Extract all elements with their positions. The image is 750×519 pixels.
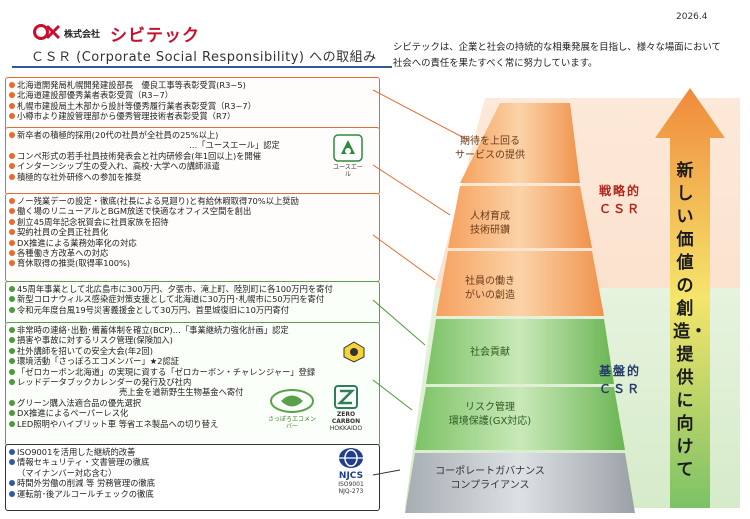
list-item: 札幌市建設局土木部から設計等優秀履行業者表彰受賞（R3~7） (9, 101, 376, 111)
list-item-continuation: （マイナンバー対応含む） (17, 467, 117, 478)
list-item: 情報セキュリティ・文書管理の徹底 (9, 457, 376, 467)
strategic-csr-label: 戦略的 ＣＳＲ (598, 184, 641, 216)
document-date: 2026.4 (676, 12, 708, 22)
list-item: ISO9001を活用した継続的改善 (9, 447, 376, 457)
list-item: インターンシップ生の受入れ、高校･大学への講師派遣 (9, 161, 376, 171)
intro-line-1: シビテックは、企業と社会の持続的な相乗発展を目指し、様々な場面において (393, 42, 721, 53)
list-item: 「ゼロカーボン北海道」の実現に資する「ゼロカーボン・チャレンジャー」登録 (9, 367, 376, 377)
list-item: DX推進による業務効率化の対応 (9, 238, 376, 248)
page-title: ＣＳＲ (Corporate Social Responsibility) への… (31, 50, 377, 65)
company-logo-icon (33, 24, 61, 40)
list-item-continuation: …「ユースエール」認定 (189, 140, 280, 151)
list-item: 北海道開発局札幌開発建設部長 優良工事等表彰受賞(R3~5) (9, 80, 376, 90)
list-item: 新型コロナウィルス感染症対策支援として北海道に30万円･札幌市に50万円を寄付 (9, 294, 376, 304)
list-item: DX推進によるペーパーレス化 (9, 408, 376, 418)
list-item: 各種働き方改革への対応 (9, 248, 376, 258)
intro-line-2: 社会への責任を果たすべく常に努力しています。 (393, 58, 598, 69)
pyramid-tier-5 (415, 387, 625, 450)
intro-text: シビテックは、企業と社会の持続的な相乗発展を目指し、様々な場面において 社会への… (393, 40, 743, 72)
pyramid-tier-6 (405, 453, 635, 513)
list-item: レッドデータブックカレンダーの発行及び社内 (9, 377, 376, 387)
zero-carbon-logo-icon (334, 385, 358, 409)
list-item: 運転前･後アルコールチェックの徹底 (9, 489, 376, 499)
tier-2-label: 人材育成 技術研鑽 (470, 211, 510, 236)
list-item: 積極的な社外研修への参加を推奨 (9, 172, 376, 182)
list-item: ノー残業デーの設定・徹底(社長による見廻り)と有給休暇取得70%以上奨励 (9, 196, 376, 206)
list-item: 社外講師を招いての安全大会(年2回) (9, 346, 376, 356)
eco-member-logo: さっぽろエコメンバー (268, 388, 316, 430)
pyramid-tier-2 (448, 186, 592, 248)
governance-box: ISO9001を活用した継続的改善 情報セキュリティ・文書管理の徹底 （マイナン… (5, 444, 380, 511)
arrow-caption: 新しい価値の創造・提供に向けて (673, 161, 707, 480)
bcp-certification-logo (342, 341, 366, 369)
connector-governance (372, 469, 401, 476)
pyramid-tier-4 (426, 319, 614, 384)
connector-contribution (372, 299, 426, 346)
njcs-logo-icon (339, 448, 363, 468)
list-item: 小樽市より建設管理部から優秀管理技術者表彰受賞（R7） (9, 111, 376, 121)
list-item: 令和元年度台風19号災害義援金として30万円、首里城復旧に10万円寄付 (9, 305, 376, 315)
growth-arrow (655, 88, 725, 508)
foundational-csr-label: 基盤的 ＣＳＲ (598, 364, 641, 396)
list-item: 働く場のリニューアルとBGM放送で快適なオフィス空間を創出 (9, 206, 376, 216)
list-item: 時間外労働の削減 等 労務管理の徹底 (9, 478, 376, 488)
connector-awards (372, 89, 469, 141)
list-item: 非常時の連絡･出勤･備蓄体制を確立(BCP)…「事業継続力強化計画」認定 (9, 325, 376, 335)
company-prefix: 株式会社 (64, 30, 101, 40)
njcs-iso-logo: NJCS ISO9001 NJQ-273 (334, 447, 368, 503)
connector-workstyle (372, 234, 436, 281)
eco-member-logo-icon (270, 389, 314, 413)
tier-4-label: 社会貢献 (470, 347, 510, 358)
contribution-box: 45周年事業として北広島市に300万円、夕張市、滝上町、陸別町に各100万円を寄… (5, 281, 380, 325)
connector-training (372, 164, 451, 216)
list-item: 育休取得の推奨(取得率100%) (9, 258, 376, 268)
list-item: LED照明やハイブリット車 等省エネ製品への切り替え (9, 419, 376, 429)
title-underline (12, 66, 392, 68)
list-item: 損害や事故に対するリスク管理(保険加入) (9, 335, 376, 345)
list-item: 環境活動「さっぽろエコメンバー」★2認証 (9, 356, 376, 366)
tier-6-label: コーポレートガバナンス コンプライアンス (435, 466, 545, 491)
connector-risk (372, 379, 413, 411)
tier-3-label: 社員の働き がいの創造 (465, 276, 515, 301)
tier-5-label: リスク管理 環境保護(GX対応) (448, 402, 532, 427)
list-item: コンペ形式の若手社員技術発表会と社内研修会(年1回以上)を開催 (9, 151, 376, 161)
zero-carbon-logo: ZERO CARBON HOKKAIDO (324, 385, 368, 432)
list-item-continuation: 売上金を道新野生生物基金へ寄付 (119, 387, 244, 398)
risk-environment-box: 非常時の連絡･出勤･備蓄体制を確立(BCP)…「事業継続力強化計画」認定 損害や… (5, 322, 380, 446)
training-box: 新卒者の積極的採用(20代の社員が全社員の25%以上) …「ユースエール」認定 … (5, 127, 380, 195)
list-item: 45周年事業として北広島市に300万円、夕張市、滝上町、陸別町に各100万円を寄… (9, 284, 376, 294)
tier-1-label: 期待を上回る サービスの提供 (455, 136, 525, 161)
list-item: 新卒者の積極的採用(20代の社員が全社員の25%以上) (9, 130, 376, 140)
pyramid-tier-3 (436, 251, 604, 316)
pyramid-tier-1 (460, 103, 580, 183)
list-item: 契約社員の全員正社員化 (9, 227, 376, 237)
bcp-logo-icon (343, 341, 365, 363)
workstyle-box: ノー残業デーの設定・徹底(社長による見廻り)と有給休暇取得70%以上奨励 働く場… (5, 193, 380, 282)
list-item: グリーン購入法適合品の優先選択 (9, 398, 376, 408)
yell-logo-icon (333, 134, 363, 162)
company-name: シビテック (110, 26, 200, 46)
yell-certification-logo: ユースエール (331, 134, 365, 178)
list-item: 創立45周年記念祝賀会に社員家族を招待 (9, 217, 376, 227)
list-item: 北海道建設部優秀業者表彰受賞（R3~7） (9, 90, 376, 100)
csr-pyramid (405, 88, 740, 513)
